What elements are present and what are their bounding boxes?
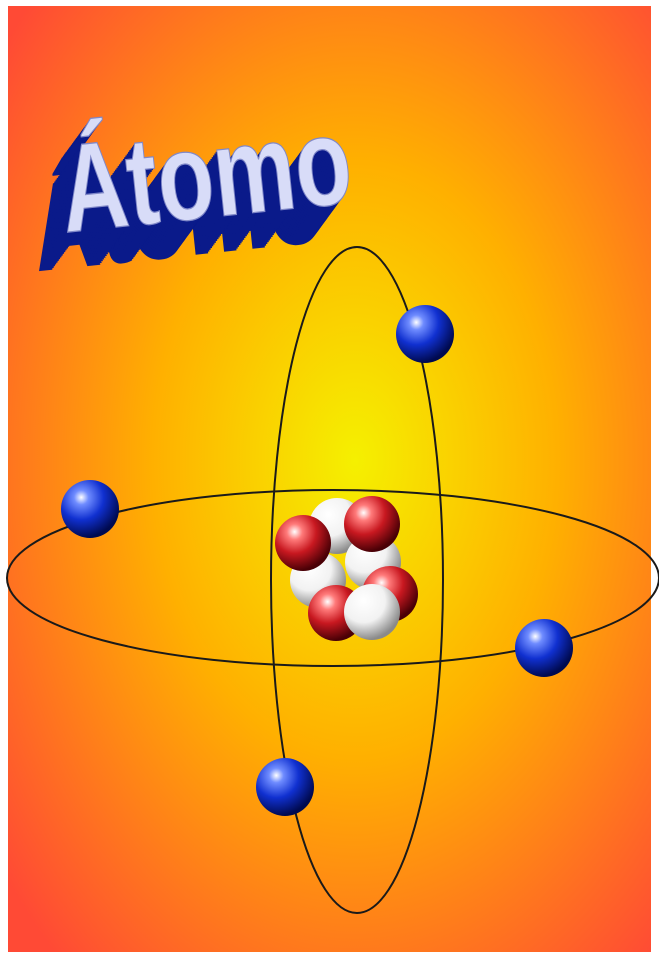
electron (256, 758, 314, 816)
title-extrusion-layer: Átomo (42, 107, 346, 276)
nucleus (275, 496, 418, 641)
horizontal-orbit (6, 489, 659, 667)
electron (61, 480, 119, 538)
title-extrusion-layer: Átomo (51, 95, 355, 264)
gradient-background (8, 6, 651, 952)
title-extrusion-layer: Átomo (39, 110, 343, 279)
title-group: ÁtomoÁtomoÁtomoÁtomoÁtomoÁtomoÁtomoÁtomo… (25, 90, 358, 299)
neutron (344, 584, 400, 640)
title-extrusion-layer: Átomo (30, 123, 334, 292)
title-extrusion-layer: Átomo (45, 103, 349, 272)
title: Átomo (54, 91, 358, 260)
title-extrusion-layer: Átomo (29, 125, 333, 294)
title-extrusion-layer: Átomo (35, 116, 339, 285)
title-extrusion-layer: Átomo (33, 119, 337, 288)
electron (515, 619, 573, 677)
title-extrusion-layer: Átomo (50, 96, 354, 265)
title-extrusion-layer: Átomo (34, 118, 338, 287)
proton (344, 496, 400, 552)
title-extrusion-layer: Átomo (52, 93, 356, 262)
title-extrusion-layer: Átomo (48, 98, 352, 267)
title-extrusion-layer: Átomo (25, 130, 329, 299)
proton (275, 515, 331, 571)
title-extrusion-layer: Átomo (32, 121, 336, 290)
title-extrusion-layer: Átomo (41, 109, 345, 278)
title-extrusion-layer: Átomo (47, 100, 351, 269)
electrons (61, 305, 573, 816)
electron (396, 305, 454, 363)
title-extrusion-layer: Átomo (37, 114, 341, 283)
title-extrusion: ÁtomoÁtomoÁtomoÁtomoÁtomoÁtomoÁtomoÁtomo… (25, 93, 356, 299)
orbits (6, 246, 659, 914)
title-extrusion-layer: Átomo (28, 126, 332, 295)
title-extrusion-layer: Átomo (46, 102, 350, 271)
title-extrusion-layer: Átomo (26, 128, 330, 297)
title-extrusion-layer: Átomo (43, 105, 347, 274)
vertical-orbit (270, 246, 444, 914)
title-extrusion-layer: Átomo (38, 112, 342, 281)
